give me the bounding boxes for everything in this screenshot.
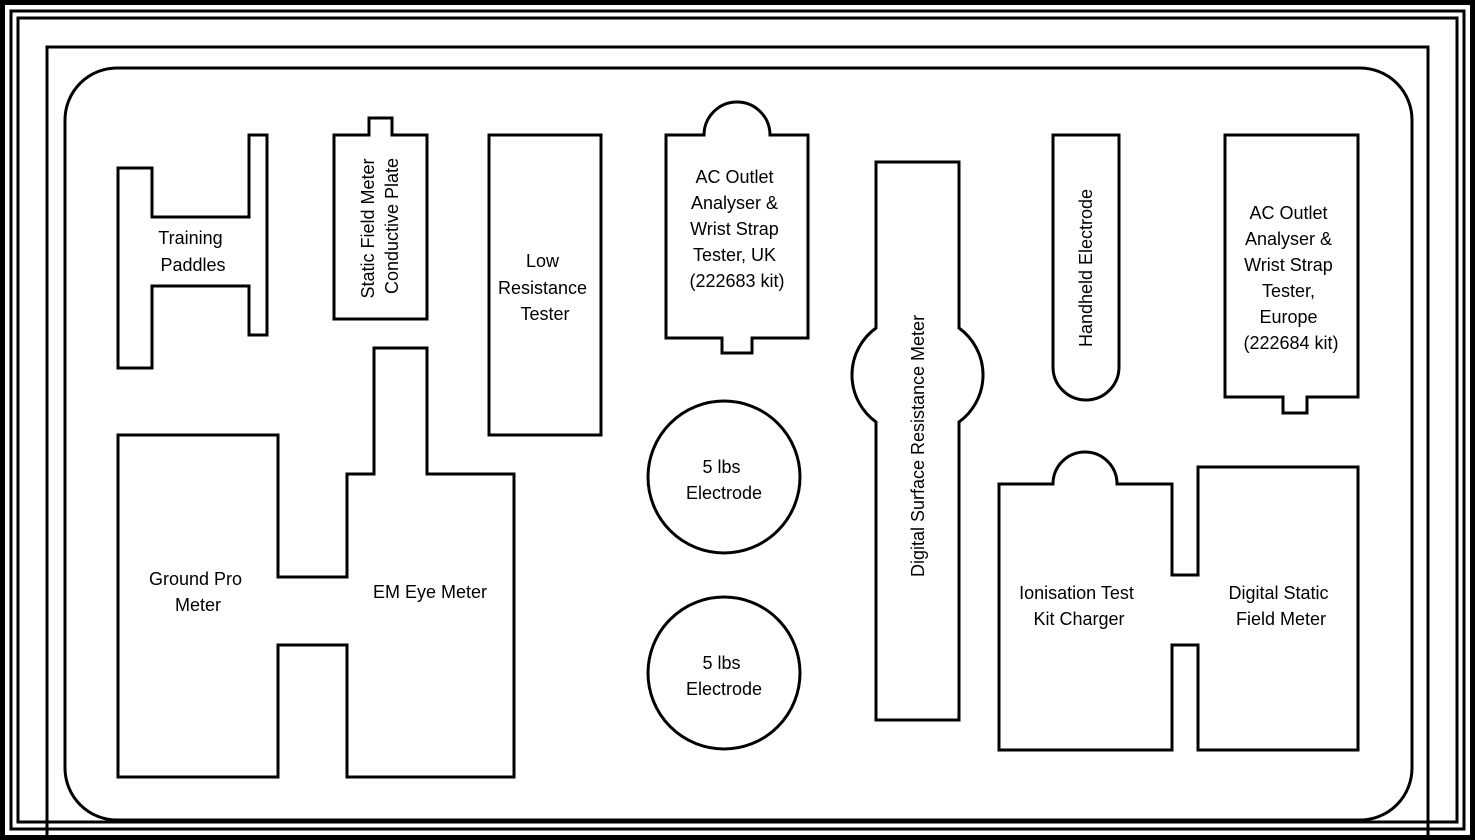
label-handheld-electrode: Handheld Electrode (1076, 189, 1096, 347)
label-electrode-bottom: 5 lbs Electrode (686, 653, 762, 699)
pocket-training-paddles: Training Paddles (116, 133, 269, 370)
pocket-ionisation-digital-static: Ionisation Test Kit Charger Digital Stat… (997, 450, 1360, 752)
frame-line-2 (9, 9, 1466, 831)
label-digital-static-field-meter: Digital Static Field Meter (1228, 583, 1333, 629)
pocket-handheld-electrode: Handheld Electrode (1051, 133, 1121, 402)
label-low-resistance-tester: Low Resistance Tester (498, 251, 592, 324)
label-training-paddles: Training Paddles (158, 228, 227, 275)
label-ac-outlet-europe: AC Outlet Analyser & Wrist Strap Tester,… (1243, 203, 1338, 353)
pocket-digital-surface-resistance-meter: Digital Surface Resistance Meter (850, 160, 985, 722)
tray-outline (63, 66, 1414, 822)
pocket-electrode-top: 5 lbs Electrode (646, 399, 802, 555)
pocket-static-field-meter-plate: Static Field Meter Conductive Plate (332, 116, 429, 321)
label-digital-surface-resistance-meter: Digital Surface Resistance Meter (908, 315, 928, 577)
pocket-ac-outlet-europe: AC Outlet Analyser & Wrist Strap Tester,… (1223, 133, 1360, 415)
label-ionisation-test-kit-charger: Ionisation Test Kit Charger (1019, 583, 1139, 629)
pocket-ac-outlet-uk: AC Outlet Analyser & Wrist Strap Tester,… (664, 100, 810, 355)
label-ac-outlet-uk: AC Outlet Analyser & Wrist Strap Tester,… (689, 167, 784, 291)
label-em-eye-meter: EM Eye Meter (373, 582, 487, 602)
label-static-field-meter-plate: Static Field Meter Conductive Plate (358, 153, 402, 298)
pocket-ground-pro-em-eye: Ground Pro Meter EM Eye Meter (116, 346, 516, 779)
frame-line-3 (16, 16, 1459, 824)
pocket-low-resistance-tester: Low Resistance Tester (487, 133, 603, 437)
label-electrode-top: 5 lbs Electrode (686, 457, 762, 503)
pocket-electrode-bottom: 5 lbs Electrode (646, 595, 802, 751)
label-ground-pro-meter: Ground Pro Meter (149, 569, 247, 615)
inner-panel (45, 45, 1430, 840)
